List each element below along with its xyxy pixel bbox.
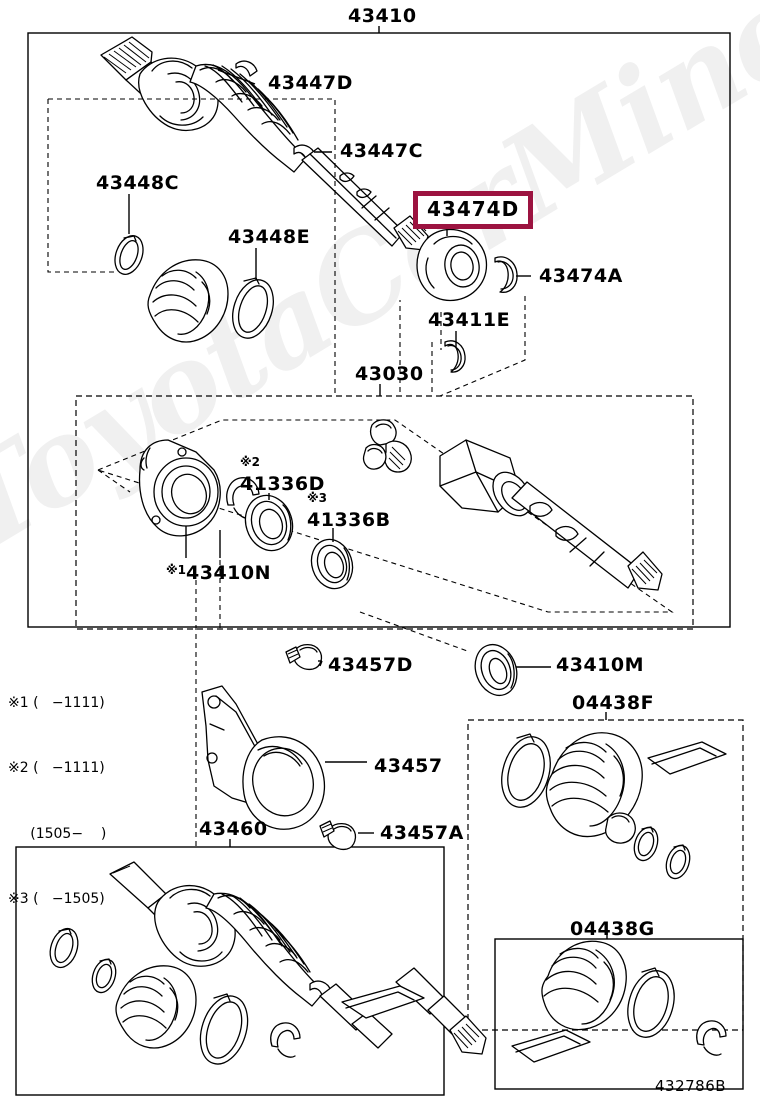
art-clamp-43448c	[114, 235, 144, 275]
label-43030: 43030	[355, 363, 424, 385]
label-41336d-group: ※2 41336D	[240, 456, 325, 494]
label-41336d: 41336D	[240, 473, 325, 495]
label-43448e: 43448E	[228, 226, 311, 248]
label-43460: 43460	[199, 818, 268, 840]
art-kit-04438f	[501, 732, 727, 880]
label-43410: 43410	[348, 5, 417, 27]
art-snapring-43411e	[444, 340, 466, 373]
footnote-line-2: ※2 ( −1111)	[8, 760, 105, 777]
art-snapring-43474a	[494, 256, 518, 293]
label-43410n: 43410N	[186, 562, 272, 584]
label-43457d: 43457D	[328, 654, 413, 676]
label-43474a: 43474A	[539, 265, 623, 287]
label-43457: 43457	[374, 755, 443, 777]
label-04438f: 04438F	[572, 692, 655, 714]
footnote-legend: ※1 ( −1111) ※2 ( −1111) (1505− ) ※3 ( −1…	[8, 650, 106, 954]
label-43457a: 43457A	[380, 822, 464, 844]
label-41336b: 41336B	[307, 509, 391, 531]
art-outer-cv-joint	[100, 36, 429, 251]
art-kit-43460	[49, 861, 487, 1065]
label-43448c: 43448C	[96, 172, 180, 194]
art-oilseal-43410m	[474, 643, 518, 697]
label-43411e: 43411E	[428, 309, 511, 331]
label-43447d: 43447D	[268, 72, 353, 94]
footnote-line-4: ※3 ( −1505)	[8, 890, 105, 907]
art-oilseal-41336b	[310, 538, 354, 590]
label-43410n-group: ※143410N	[166, 564, 271, 583]
art-bolt-43457d	[285, 643, 323, 671]
label-43447c: 43447C	[340, 140, 424, 162]
asterisk-marker-3: ※3	[307, 491, 328, 505]
art-kit-04438g	[511, 940, 727, 1063]
asterisk-marker-1: ※1	[166, 563, 187, 577]
art-spider-trunnion	[362, 419, 412, 473]
label-41336b-group: ※3 41336B	[307, 492, 391, 530]
label-43410m: 43410M	[556, 654, 645, 676]
art-bolt-43457a	[319, 820, 357, 851]
footnote-line-1: ※1 ( −1111)	[8, 695, 105, 712]
asterisk-marker-2: ※2	[240, 455, 261, 469]
footnote-line-3: (1505− )	[8, 825, 107, 842]
label-04438g: 04438G	[570, 918, 655, 940]
drawing-number: 432786B	[655, 1077, 727, 1095]
art-boot-43448e	[147, 259, 274, 343]
art-inner-joint-shaft	[439, 439, 663, 591]
highlighted-part-label-43474d[interactable]: 43474D	[413, 191, 534, 229]
art-tripod-joint	[416, 228, 488, 302]
art-oilseal-41336d	[244, 494, 294, 552]
art-bracket-43457	[201, 685, 326, 830]
art-bearing-housing-43410n	[138, 439, 221, 537]
